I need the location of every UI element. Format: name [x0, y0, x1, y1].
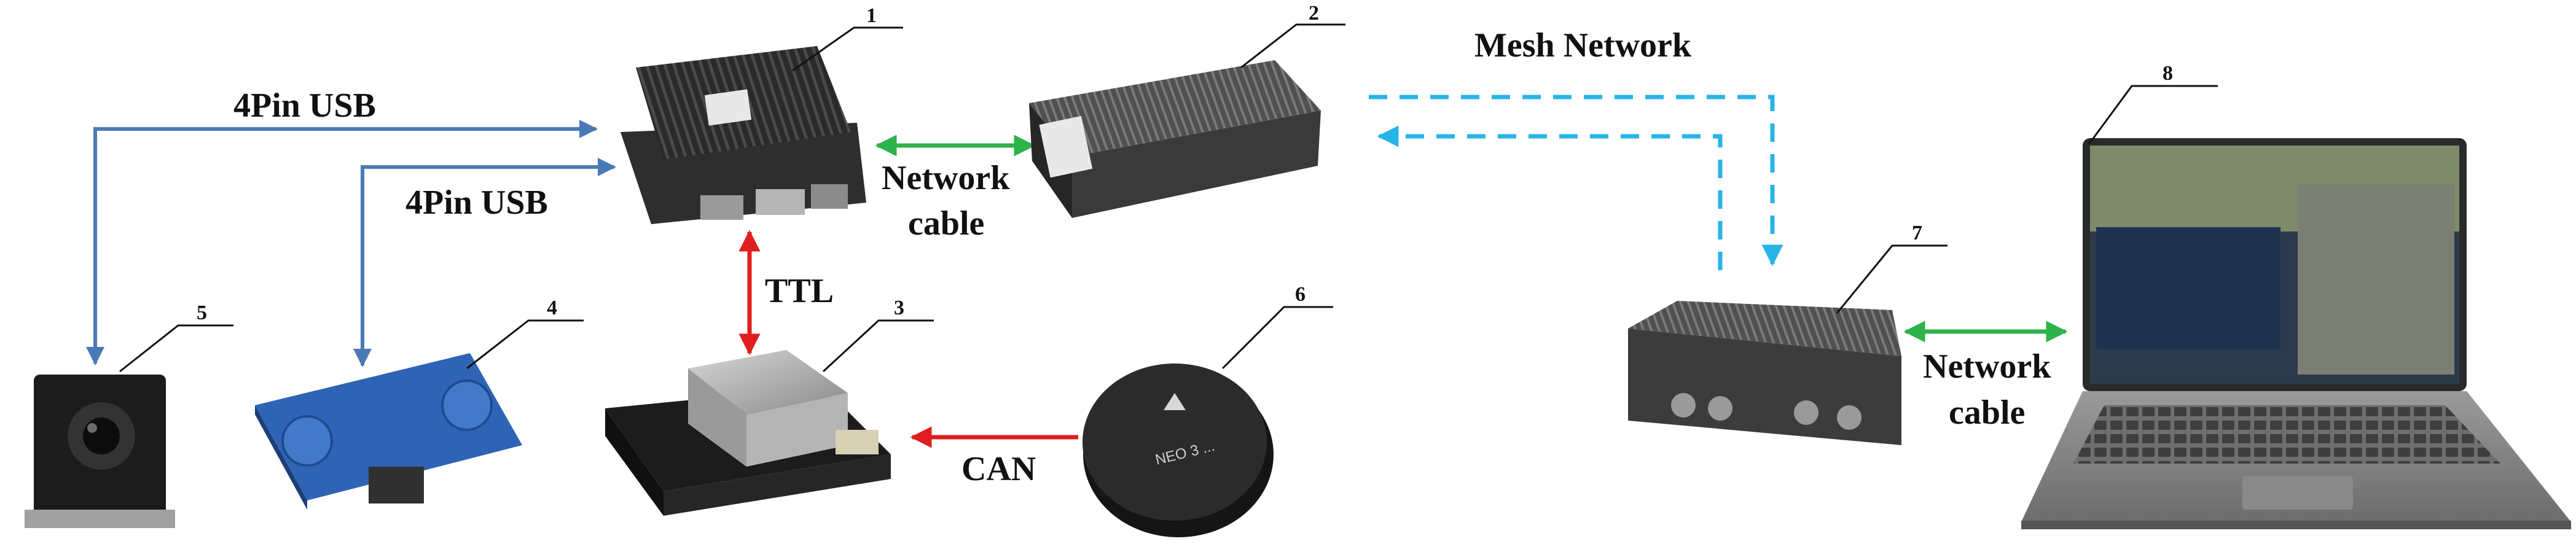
radio-top — [1029, 60, 1321, 157]
callout-label-3: 3 — [894, 297, 904, 319]
camera-module — [25, 375, 175, 528]
ground-radio-connector-2 — [1708, 396, 1732, 421]
ground-radio-top — [1628, 301, 1901, 356]
fc-base-front — [605, 408, 664, 516]
camera-bracket — [25, 510, 175, 528]
gps-module: NEO 3 ... — [1082, 363, 1274, 537]
sensor-board — [255, 353, 522, 510]
laptop-base-edge — [2021, 521, 2571, 529]
laptop-screen-panel — [2096, 227, 2280, 350]
label-mesh: Mesh Network — [1474, 26, 1692, 64]
sensor-transducer-left — [281, 415, 333, 467]
connection-labels: 4Pin USB 4Pin USB Network cable TTL CAN … — [233, 26, 2051, 488]
ground-radio-connector-1 — [1671, 393, 1696, 418]
radio-front — [1072, 111, 1321, 218]
label-usb-board: 4Pin USB — [405, 184, 548, 222]
fc-connectors — [836, 430, 879, 454]
leader-line-6 — [1221, 306, 1333, 370]
mesh-line-outbound — [1369, 95, 1783, 266]
label-network-1-2-line1: Network — [882, 159, 1010, 197]
leader-line-1 — [792, 26, 903, 72]
callout-label-7: 7 — [1912, 222, 1922, 244]
ground-radio-connector-3 — [1794, 400, 1818, 425]
leader-line-3 — [822, 319, 934, 373]
callout-label-2: 2 — [1309, 2, 1319, 25]
fc-base-side — [664, 454, 891, 516]
mesh-radio-ground — [1628, 301, 1901, 445]
board-port-hdmi — [700, 195, 743, 220]
sensor-transducer-right — [441, 379, 493, 431]
mesh-line-return — [1377, 125, 1723, 270]
callout-label-8: 8 — [2163, 62, 2173, 85]
fc-module-front — [688, 368, 746, 467]
camera-lens-glint — [87, 423, 97, 433]
leader-line-2 — [1240, 23, 1345, 69]
gps-arrow-icon — [1164, 393, 1186, 410]
edge-computer-board — [621, 46, 866, 224]
flight-controller — [605, 350, 891, 516]
board-port-usb — [756, 189, 805, 215]
sensor-pcb-edge — [255, 405, 307, 510]
mesh-radio-airborne — [1029, 60, 1321, 218]
laptop — [2021, 138, 2571, 529]
radio-label-plate — [1039, 115, 1093, 178]
leader-line-8 — [2088, 85, 2218, 145]
label-can: CAN — [961, 450, 1036, 488]
laptop-keyboard — [2073, 405, 2500, 464]
laptop-screen-aerial — [2298, 184, 2454, 375]
laptop-touchpad — [2242, 476, 2353, 510]
fc-module-side — [746, 393, 848, 467]
label-network-1-2-line2: cable — [908, 204, 984, 243]
ground-radio-connector-4 — [1837, 405, 1862, 430]
usb-line-camera — [86, 120, 598, 365]
callout-label-6: 6 — [1295, 283, 1306, 306]
gps-puck-top — [1082, 363, 1267, 521]
board-port-eth — [811, 184, 848, 209]
connections — [86, 95, 2068, 448]
ground-radio-front — [1628, 328, 1901, 445]
label-network-7-8-line1: Network — [1923, 348, 2051, 386]
callout-label-1: 1 — [866, 4, 877, 27]
sensor-pin-header — [369, 467, 424, 503]
camera-lens — [83, 418, 120, 454]
callout-label-4: 4 — [547, 297, 557, 319]
usb-line-board — [353, 158, 616, 367]
leader-line-7 — [1836, 244, 1948, 314]
fc-module-top — [688, 350, 848, 414]
callout-label-5: 5 — [197, 301, 207, 324]
label-network-7-8-line2: cable — [1949, 394, 2025, 432]
label-usb-camera: 4Pin USB — [233, 87, 376, 125]
callouts: 1 2 3 4 5 6 7 8 — [119, 2, 2218, 373]
leader-line-4 — [466, 319, 584, 370]
label-ttl: TTL — [765, 272, 834, 310]
board-fan-label — [704, 89, 752, 126]
leader-line-5 — [119, 324, 233, 373]
